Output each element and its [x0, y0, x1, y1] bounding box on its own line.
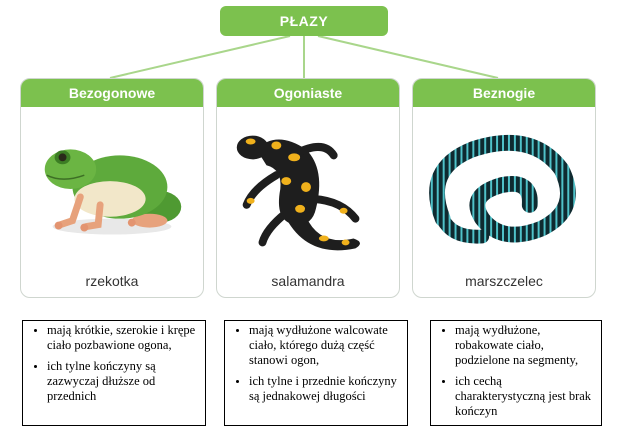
root-label: PŁAZY	[279, 13, 329, 29]
traits-box-beznogie: mają wydłużone, robakowate ciało, podzie…	[430, 320, 602, 426]
connector-line-right	[317, 35, 499, 79]
group-card-beznogie: Beznogie marszczelec	[412, 78, 596, 298]
group-card-bezogonowe: Bezogonowe rzekotka	[20, 78, 204, 298]
trait-item: mają wydłużone walcowate ciało, którego …	[249, 323, 401, 368]
connector-line-left	[109, 35, 291, 79]
frog-image	[44, 149, 182, 235]
traits-list: mają krótkie, szerokie i krępe ciało poz…	[27, 323, 199, 404]
trait-item: ich tylne i przednie kończyny są jednako…	[249, 374, 401, 404]
traits-box-ogoniaste: mają wydłużone walcowate ciało, którego …	[224, 320, 408, 426]
trait-item: mają wydłużone, robakowate ciało, podzie…	[455, 323, 595, 368]
group-title: Beznogie	[472, 85, 536, 101]
group-title: Bezogonowe	[68, 85, 156, 101]
trait-item: ich cechą charakterystyczną jest brak ko…	[455, 374, 595, 419]
traits-list: mają wydłużone walcowate ciało, którego …	[229, 323, 401, 404]
group-header: Beznogie	[413, 79, 595, 107]
trait-item: ich tylne kończyny są zazwyczaj dłuższe …	[47, 359, 199, 404]
animal-name: marszczelec	[465, 273, 543, 289]
animal-name: salamandra	[271, 273, 345, 289]
group-title: Ogoniaste	[273, 85, 343, 101]
traits-list: mają wydłużone, robakowate ciało, podzie…	[435, 323, 595, 419]
salamander-image	[236, 135, 360, 251]
group-card-ogoniaste: Ogoniaste salamandra	[216, 78, 400, 298]
caecilian-image	[429, 134, 576, 244]
traits-box-bezogonowe: mają krótkie, szerokie i krępe ciało poz…	[22, 320, 206, 426]
group-header: Bezogonowe	[21, 79, 203, 107]
root-node: PŁAZY	[220, 6, 388, 36]
group-header: Ogoniaste	[217, 79, 399, 107]
trait-item: mają krótkie, szerokie i krępe ciało poz…	[47, 323, 199, 353]
animal-name: rzekotka	[85, 273, 139, 289]
